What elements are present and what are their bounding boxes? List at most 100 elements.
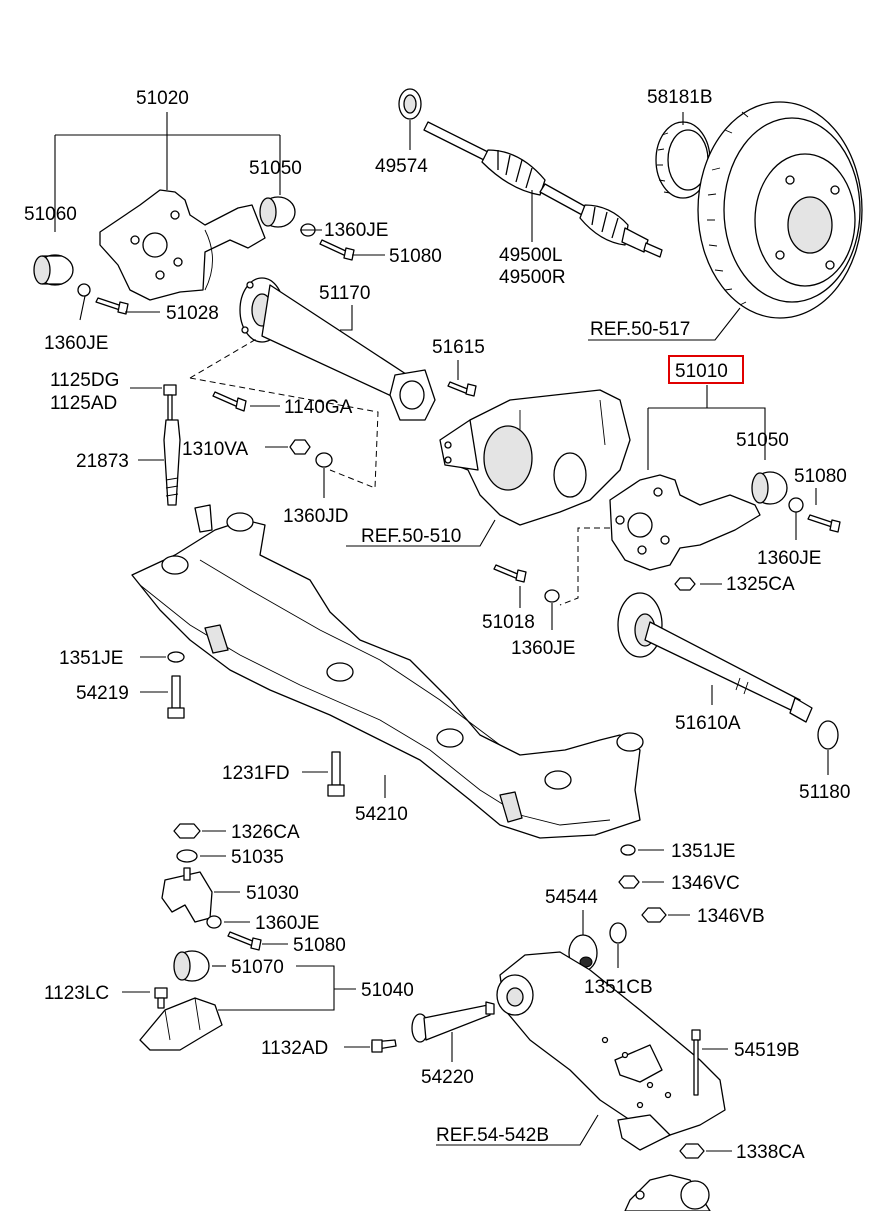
label-51010: 51010 bbox=[675, 361, 728, 382]
mount-51030 bbox=[161, 867, 213, 923]
label-58181b: 58181B bbox=[647, 87, 713, 108]
label-1310va: 1310VA bbox=[182, 439, 249, 460]
label-51070: 51070 bbox=[231, 957, 284, 978]
stud-21873 bbox=[163, 419, 181, 506]
bushing-51050-right bbox=[751, 471, 788, 505]
label-51080: 51080 bbox=[293, 935, 346, 956]
nut-1325ca bbox=[674, 577, 696, 591]
nut-1338ca bbox=[679, 1143, 705, 1159]
label-51018: 51018 bbox=[482, 612, 535, 633]
label-1346vc: 1346VC bbox=[671, 873, 740, 894]
crossmember-54210 bbox=[131, 504, 644, 839]
lower-arm bbox=[496, 951, 726, 1151]
label-1351cb: 1351CB bbox=[584, 977, 653, 998]
bracket-51010 bbox=[609, 474, 761, 571]
label-1140ga: 1140GA bbox=[284, 397, 353, 418]
washer-1351cb bbox=[609, 922, 627, 944]
bushing-51060 bbox=[33, 254, 74, 286]
label-ref-50-510: REF.50-510 bbox=[361, 526, 461, 547]
label-54219: 54219 bbox=[76, 683, 129, 704]
label-1132ad: 1132AD bbox=[261, 1038, 328, 1059]
label-51170: 51170 bbox=[319, 283, 370, 304]
label-1123lc: 1123LC bbox=[44, 983, 109, 1004]
label-54544: 54544 bbox=[545, 887, 598, 908]
label-49574: 49574 bbox=[375, 156, 428, 177]
label-1351je: 1351JE bbox=[59, 648, 123, 669]
ring-58181b bbox=[655, 121, 711, 199]
label-1326ca: 1326CA bbox=[231, 822, 300, 843]
bolt-51080-right bbox=[807, 514, 841, 533]
bolt-1132ad bbox=[371, 1039, 397, 1053]
washer-1351je-left bbox=[167, 651, 185, 663]
washer-1360je-low bbox=[206, 915, 222, 929]
label-1346vb: 1346VB bbox=[697, 906, 765, 927]
bracket-51040 bbox=[139, 997, 223, 1051]
label-51028: 51028 bbox=[166, 303, 219, 324]
ball-joint bbox=[624, 1174, 711, 1211]
label-51050: 51050 bbox=[736, 430, 789, 451]
bolt-51615 bbox=[447, 381, 477, 397]
drive-shaft-49500 bbox=[423, 121, 663, 258]
washer-1360jd bbox=[315, 452, 333, 468]
axle-tube-51170 bbox=[239, 277, 436, 421]
label-1360je: 1360JE bbox=[255, 913, 319, 934]
label-51080: 51080 bbox=[794, 466, 847, 487]
bushing-51070 bbox=[173, 950, 210, 982]
nut-1346vb bbox=[641, 907, 667, 923]
leader-51020 bbox=[54, 112, 281, 232]
label-51020: 51020 bbox=[136, 88, 189, 109]
label-21873: 21873 bbox=[76, 451, 129, 472]
label-ref-50-517: REF.50-517 bbox=[590, 319, 690, 340]
label-1125ad: 1125AD bbox=[50, 393, 117, 414]
label-51615: 51615 bbox=[432, 337, 485, 358]
label-51030: 51030 bbox=[246, 883, 299, 904]
label-1360je: 1360JE bbox=[511, 638, 575, 659]
bolt-54219 bbox=[167, 675, 185, 719]
cap-51180 bbox=[817, 720, 839, 750]
bolt-51080-low bbox=[227, 931, 262, 951]
axle-shaft-51610a bbox=[617, 592, 813, 723]
bolt-54519b bbox=[691, 1029, 701, 1096]
label-51040: 51040 bbox=[361, 980, 414, 1001]
bracket-51020 bbox=[99, 189, 266, 301]
label-1360jd: 1360JD bbox=[283, 506, 349, 527]
bolt-51018 bbox=[493, 564, 527, 583]
differential-housing bbox=[439, 389, 631, 526]
highlight-box-51010 bbox=[668, 355, 744, 384]
label-1125dg: 1125DG bbox=[50, 370, 119, 391]
label-1360je: 1360JE bbox=[757, 548, 821, 569]
label-51080: 51080 bbox=[389, 246, 442, 267]
label-ref-54-542b: REF.54-542B bbox=[436, 1125, 549, 1146]
label-49500l: 49500L bbox=[499, 245, 562, 266]
label-54210: 54210 bbox=[355, 804, 408, 825]
washer-1360je-mid bbox=[544, 589, 560, 603]
washer-51035 bbox=[176, 849, 198, 863]
label-54220: 54220 bbox=[421, 1067, 474, 1088]
nut-1326ca bbox=[173, 823, 201, 839]
bolt-54220 bbox=[411, 1001, 495, 1043]
label-51060: 51060 bbox=[24, 204, 77, 225]
label-1351je: 1351JE bbox=[671, 841, 735, 862]
label-1360je: 1360JE bbox=[44, 333, 108, 354]
bolt-1140ga bbox=[212, 391, 247, 412]
label-51180: 51180 bbox=[799, 782, 850, 803]
label-1338ca: 1338CA bbox=[736, 1142, 805, 1163]
bushing-51050-top bbox=[259, 196, 296, 228]
bolt-1125dg bbox=[163, 384, 177, 421]
bolt-51080-top bbox=[95, 239, 355, 315]
bolt-1231fd bbox=[327, 751, 345, 797]
brake-rotor bbox=[697, 101, 863, 319]
label-51035: 51035 bbox=[231, 847, 284, 868]
label-1325ca: 1325CA bbox=[726, 574, 795, 595]
bolt-1123lc bbox=[154, 987, 168, 1009]
nut-1346vc bbox=[618, 875, 640, 889]
seal-49574 bbox=[398, 88, 422, 120]
nut-1310va bbox=[289, 439, 311, 455]
washer-1360je-right bbox=[788, 497, 804, 513]
label-51610a: 51610A bbox=[675, 713, 741, 734]
label-54519b: 54519B bbox=[734, 1040, 800, 1061]
label-51050: 51050 bbox=[249, 158, 302, 179]
label-1360je: 1360JE bbox=[324, 220, 388, 241]
washer-1351je-right bbox=[620, 844, 636, 856]
